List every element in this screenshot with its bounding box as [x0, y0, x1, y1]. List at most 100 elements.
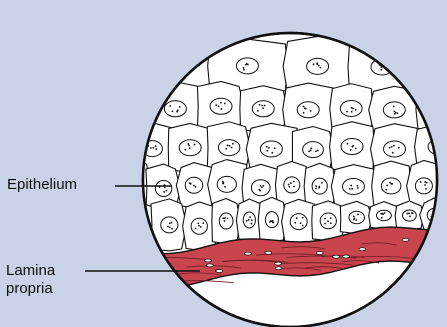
chromatin-dot	[355, 219, 357, 221]
chromatin-dot	[166, 61, 168, 63]
epithelial-cell	[106, 85, 153, 135]
chromatin-dot	[320, 67, 322, 69]
chromatin-dot	[391, 183, 393, 185]
chromatin-dot	[398, 147, 400, 149]
chromatin-dot	[353, 217, 355, 219]
chromatin-dot	[202, 222, 204, 224]
chromatin-dot	[381, 217, 383, 219]
fibroblast-nucleus	[402, 238, 409, 241]
chromatin-dot	[110, 143, 112, 145]
chromatin-dot	[438, 143, 440, 145]
chromatin-dot	[155, 145, 157, 147]
chromatin-dot	[87, 66, 89, 68]
chromatin-dot	[293, 186, 295, 188]
chromatin-dot	[420, 181, 422, 183]
cell-nucleus	[111, 219, 123, 235]
cell-nucleus	[102, 140, 124, 156]
chromatin-dot	[353, 215, 355, 217]
chromatin-dot	[189, 147, 191, 149]
chromatin-dot	[118, 224, 120, 226]
chromatin-dot	[310, 110, 312, 112]
chromatin-dot	[264, 105, 266, 107]
cell-nucleus	[164, 101, 186, 117]
chromatin-dot	[352, 108, 354, 110]
chromatin-dot	[382, 213, 384, 215]
chromatin-dot	[304, 107, 306, 109]
chromatin-dot	[315, 188, 317, 190]
chromatin-dot	[260, 185, 262, 187]
chromatin-dot	[171, 228, 173, 230]
chromatin-dot	[439, 144, 441, 146]
cell-nucleus	[383, 102, 405, 118]
chromatin-dot	[438, 144, 440, 146]
chromatin-dot	[266, 146, 268, 148]
chromatin-dot	[193, 185, 195, 187]
fibroblast-nucleus	[265, 251, 272, 254]
chromatin-dot	[351, 188, 353, 190]
connective-fiber	[415, 253, 447, 255]
chromatin-dot	[346, 111, 348, 113]
epithelial-cell	[412, 37, 447, 96]
chromatin-dot	[261, 186, 263, 188]
chromatin-dot	[330, 217, 332, 219]
chromatin-dot	[288, 184, 290, 186]
chromatin-dot	[355, 148, 357, 150]
chromatin-dot	[215, 104, 217, 106]
chromatin-dot	[164, 187, 166, 189]
chromatin-dot	[350, 149, 352, 151]
chromatin-dot	[94, 60, 96, 62]
chromatin-dot	[232, 143, 234, 145]
chromatin-dot	[175, 68, 177, 70]
chromatin-dot	[91, 63, 93, 65]
chromatin-dot	[424, 184, 426, 186]
chromatin-dot	[349, 188, 351, 190]
chromatin-dot	[113, 225, 115, 227]
chromatin-dot	[138, 225, 140, 227]
chromatin-dot	[257, 110, 259, 112]
chromatin-dot	[380, 69, 382, 71]
chromatin-dot	[261, 105, 263, 107]
chromatin-dot	[357, 187, 359, 189]
chromatin-dot	[176, 111, 178, 113]
chromatin-dot	[166, 190, 168, 192]
chromatin-dot	[224, 186, 226, 188]
chromatin-dot	[195, 228, 197, 230]
chromatin-dot	[117, 222, 119, 224]
chromatin-dot	[167, 226, 169, 228]
chromatin-dot	[318, 65, 320, 67]
chromatin-dot	[188, 145, 190, 147]
cell-nucleus	[265, 212, 278, 228]
fibroblast-nucleus	[275, 267, 282, 270]
chromatin-dot	[271, 221, 273, 223]
chromatin-dot	[303, 112, 305, 114]
cell-nucleus	[118, 102, 140, 118]
chromatin-dot	[350, 185, 352, 187]
chromatin-dot	[139, 226, 141, 228]
cell-nucleus	[284, 177, 300, 193]
epithelial-cell	[437, 161, 447, 213]
chromatin-dot	[386, 65, 388, 67]
chromatin-dot	[245, 64, 247, 66]
chromatin-dot	[425, 188, 427, 190]
fibroblast-nucleus	[359, 248, 366, 251]
cell-nucleus	[217, 176, 236, 192]
cell-nucleus	[303, 142, 324, 158]
chromatin-dot	[439, 147, 441, 149]
cell-nucleus	[218, 140, 239, 156]
chromatin-dot	[357, 185, 359, 187]
chromatin-dot	[293, 181, 295, 183]
chromatin-dot	[117, 147, 119, 149]
fibroblast-nucleus	[333, 255, 340, 258]
chromatin-dot	[424, 181, 426, 183]
chromatin-dot	[141, 226, 143, 228]
cell-nucleus	[82, 56, 104, 72]
chromatin-dot	[189, 182, 191, 184]
chromatin-dot	[391, 146, 393, 148]
chromatin-dot	[274, 147, 276, 149]
chromatin-dot	[352, 145, 354, 147]
fibroblast-nucleus	[343, 255, 350, 258]
lamina-label-line1: Lamina	[6, 262, 55, 280]
chromatin-dot	[246, 220, 248, 222]
chromatin-dot	[262, 185, 264, 187]
chromatin-dot	[385, 189, 387, 191]
